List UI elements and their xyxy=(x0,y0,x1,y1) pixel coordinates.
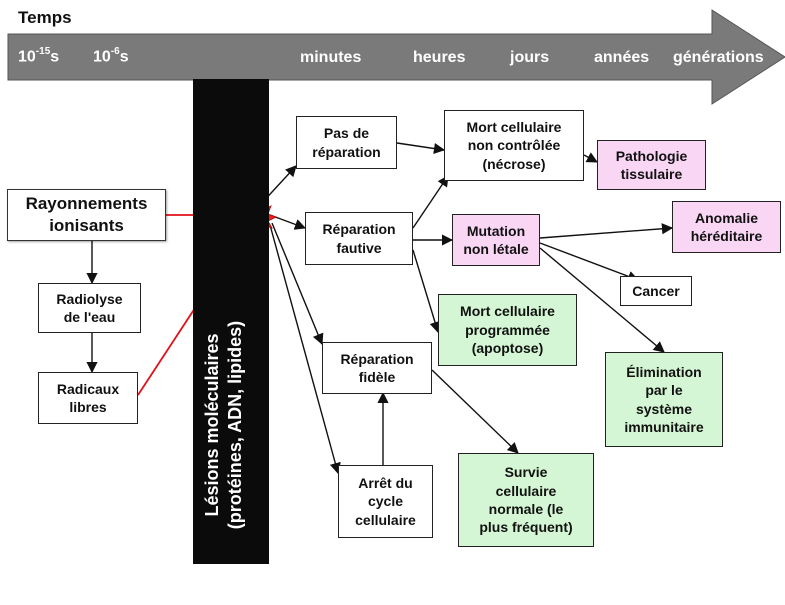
node-radicaux-libres: Radicaux libres xyxy=(38,372,138,424)
timeline-label-minutes: minutes xyxy=(300,49,362,66)
timeline-label-generations: générations xyxy=(673,49,764,66)
arrow-fidele-survie xyxy=(431,369,519,454)
node-anomalie-hereditaire: Anomalie héréditaire xyxy=(672,201,781,253)
node-elimination-immunitaire: Élimination par le système immunitaire xyxy=(605,352,723,447)
arrow-mutation-cancer xyxy=(539,242,640,282)
arrow-fautive-mort xyxy=(412,175,449,229)
timeline-label-annees: années xyxy=(594,49,650,66)
node-pathologie-tissulaire: Pathologie tissulaire xyxy=(597,140,706,190)
timeline-title: Temps xyxy=(18,8,72,27)
arrow-mutation-anomalie xyxy=(539,223,674,239)
arrow-pas-reparation-mort xyxy=(396,142,446,155)
node-arret-cycle-cellulaire: Arrêt du cycle cellulaire xyxy=(338,465,433,538)
node-reparation-fautive: Réparation fautive xyxy=(305,212,413,265)
node-radiolyse-eau: Radiolyse de l'eau xyxy=(38,283,141,333)
arrow-lesion-arret-cycle xyxy=(269,224,341,475)
node-mort-programmee-apoptose: Mort cellulaire programmée (apoptose) xyxy=(438,294,577,366)
node-rayonnements-ionisants: Rayonnements ionisants xyxy=(7,189,166,241)
timeline-label-jours: jours xyxy=(510,49,550,66)
timeline-label-1e-6s: 10-6s xyxy=(93,46,129,66)
connector-arrows xyxy=(86,142,674,475)
timeline-label-heures: heures xyxy=(413,49,466,66)
molecular-lesions-label: Lésions moléculaires (protéines, ADN, li… xyxy=(202,320,245,530)
node-survie-cellulaire: Survie cellulaire normale (le plus fréqu… xyxy=(458,453,594,547)
timeline-label-1e-15s: 10-15s xyxy=(18,46,60,66)
node-cancer: Cancer xyxy=(620,276,692,306)
arrow-mutation-elimination xyxy=(539,247,665,353)
node-mort-non-controlee: Mort cellulaire non contrôlée (nécrose) xyxy=(444,110,584,181)
arrow-mort-pathologie xyxy=(583,152,598,163)
node-reparation-fidele: Réparation fidèle xyxy=(322,342,432,394)
molecular-lesions-bar xyxy=(193,79,269,564)
node-pas-de-reparation: Pas de réparation xyxy=(296,116,397,169)
arrow-lesion-reparation-fidele xyxy=(271,222,324,346)
node-mutation-non-letale: Mutation non létale xyxy=(452,214,540,266)
timeline-arrow xyxy=(7,9,785,105)
arrow-fautive-apoptose xyxy=(412,249,441,334)
